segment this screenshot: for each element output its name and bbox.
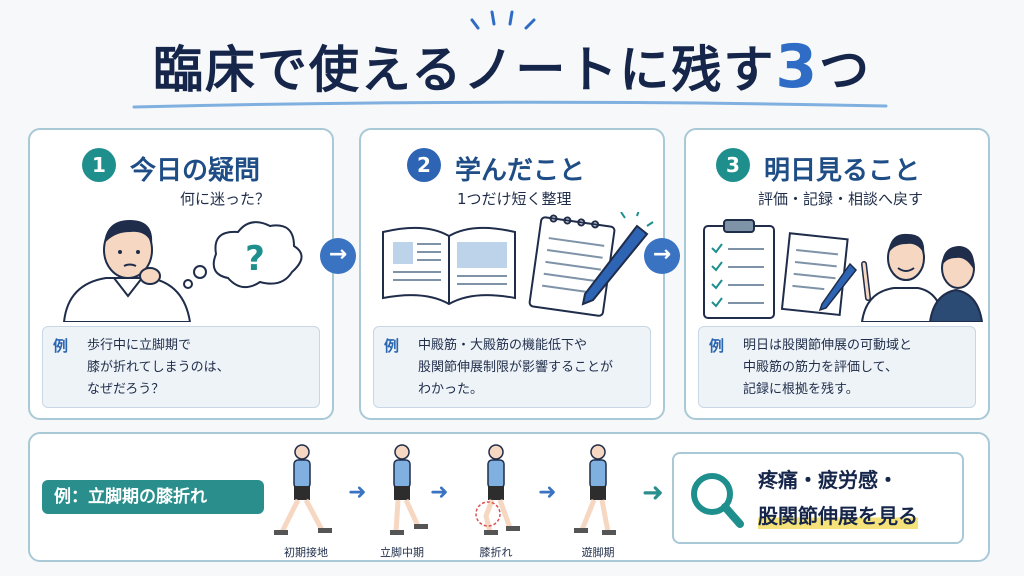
phase-label: 初期接地 bbox=[284, 546, 328, 559]
thinking-therapist-illustration: ? bbox=[62, 220, 303, 322]
look-line-1: 疼痛・疲労感・ bbox=[758, 468, 898, 492]
what-to-look-box: 疼痛・疲労感・ 股関節伸展を見る bbox=[672, 452, 964, 544]
example-box: 例 歩行中に立脚期で 膝が折れてしまうのは、 なぜだろう？ bbox=[42, 326, 320, 408]
gait-phase-knee-buckling: 膝折れ bbox=[456, 440, 536, 559]
phase-label: 遊脚期 bbox=[581, 546, 615, 559]
step-arrow-icon: ➜ bbox=[538, 480, 557, 505]
card-title: 今日の疑問 bbox=[130, 156, 261, 186]
walking-figure-icon bbox=[390, 444, 428, 535]
card-subtitle: 評価・記録・相談へ戻す bbox=[758, 190, 924, 208]
card-subtitle: 何に迷った？ bbox=[180, 190, 271, 208]
example-label: 例 bbox=[709, 337, 725, 355]
walking-figure-icon bbox=[475, 444, 520, 535]
step-arrow-icon: ➜ bbox=[430, 480, 449, 505]
step-badge: 1 bbox=[82, 148, 116, 182]
step-badge: 3 bbox=[716, 148, 750, 182]
card-todays-question: 1 今日の疑問 何に迷った？ ? 例 歩行中に立脚期で 膝が折れてしまうのは、 … bbox=[28, 128, 334, 420]
phase-label: 立脚中期 bbox=[380, 546, 424, 559]
example-label: 例 bbox=[53, 337, 69, 355]
clipboard-and-consultation-illustration bbox=[703, 219, 984, 322]
step-badge: 2 bbox=[407, 148, 441, 182]
card-title: 学んだこと bbox=[455, 156, 586, 186]
gait-example-panel: 例：立脚期の膝折れ 初期接地 ➜ 立脚中期 ➜ bbox=[28, 432, 990, 562]
card-header: 2 学んだこと bbox=[361, 144, 663, 186]
example-box: 例 明日は股関節伸展の可動域と 中殿筋の筋力を評価して、 記録に根拠を残す。 bbox=[698, 326, 976, 408]
card-header: 1 今日の疑問 bbox=[30, 144, 332, 186]
magnifier-icon bbox=[691, 473, 744, 528]
example-text: 歩行中に立脚期で 膝が折れてしまうのは、 なぜだろう？ bbox=[87, 338, 230, 397]
gait-phase-initial-contact: 初期接地 bbox=[266, 440, 346, 559]
flow-arrow-icon: → bbox=[644, 238, 680, 274]
step-arrow-icon: ➜ bbox=[348, 480, 367, 505]
card-title: 明日見ること bbox=[764, 156, 921, 186]
title-suffix: つ bbox=[819, 41, 872, 99]
example-label: 例 bbox=[384, 337, 400, 355]
pen-icon bbox=[581, 224, 649, 306]
gait-phase-midstance: 立脚中期 bbox=[362, 440, 442, 559]
flow-arrow-icon: → bbox=[320, 238, 356, 274]
look-line-2: 股関節伸展を見る bbox=[758, 500, 918, 529]
book-and-notebook-illustration bbox=[382, 212, 654, 317]
knee-highlight-icon bbox=[475, 501, 501, 527]
card-subtitle: 1つだけ短く整理 bbox=[457, 190, 572, 208]
title-area: 臨床で使えるノートに残す3つ bbox=[0, 0, 1024, 120]
walking-figure-icon bbox=[574, 444, 616, 535]
page-title: 臨床で使えるノートに残す3つ bbox=[0, 30, 1024, 102]
title-number: 3 bbox=[775, 32, 820, 102]
question-mark-icon: ? bbox=[245, 239, 265, 279]
card-what-to-check-tomorrow: 3 明日見ること 評価・記録・相談へ戻す bbox=[684, 128, 990, 420]
example-box: 例 中殿筋・大殿筋の機能低下や 股関節伸展制限が影響することが わかった。 bbox=[373, 326, 651, 408]
card-header: 3 明日見ること bbox=[686, 144, 988, 186]
phase-label: 膝折れ bbox=[479, 546, 513, 559]
gait-phase-swing: 遊脚期 bbox=[558, 440, 638, 559]
sparkle-icon bbox=[470, 10, 536, 30]
card-what-i-learned: 2 学んだこと 1つだけ短く整理 bbox=[359, 128, 665, 420]
title-text: 臨床で使えるノートに残す bbox=[152, 41, 776, 99]
example-text: 明日は股関節伸展の可動域と 中殿筋の筋力を評価して、 記録に根拠を残す。 bbox=[743, 338, 913, 397]
result-arrow-icon: ➜ bbox=[642, 478, 664, 508]
example-text: 中殿筋・大殿筋の機能低下や 股関節伸展制限が影響することが わかった。 bbox=[418, 338, 614, 397]
walking-figure-icon bbox=[274, 444, 332, 535]
example-tag: 例：立脚期の膝折れ bbox=[42, 480, 264, 514]
title-underline bbox=[132, 100, 888, 109]
